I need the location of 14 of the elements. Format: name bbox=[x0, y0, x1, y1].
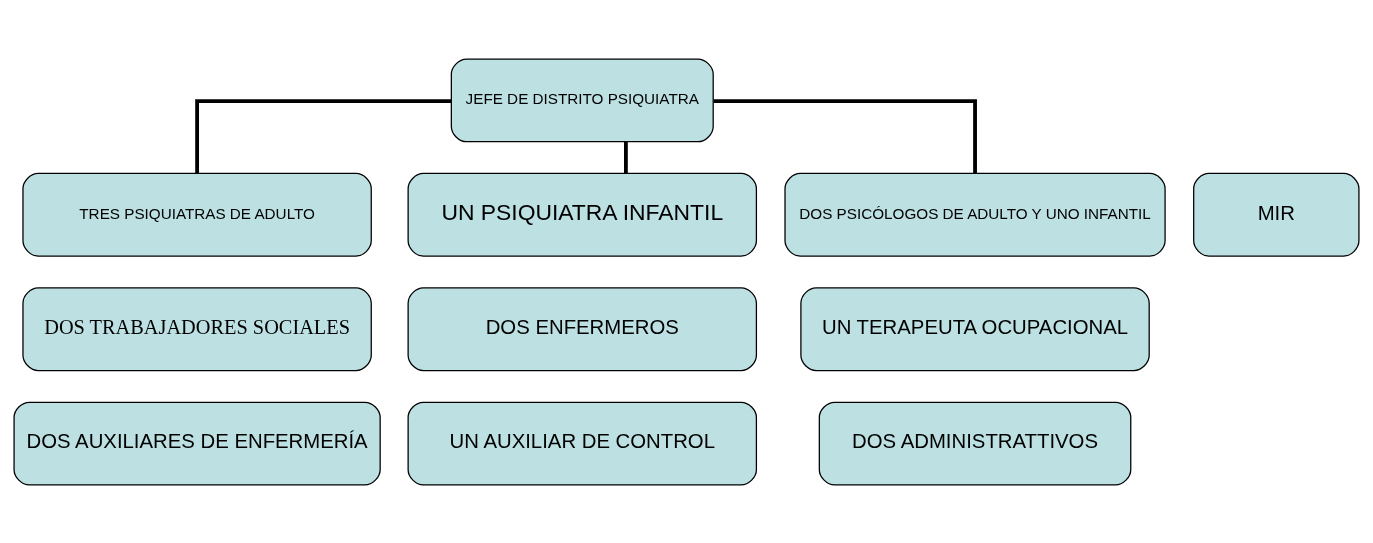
node-box: DOS ENFERMEROS bbox=[407, 286, 758, 371]
node-box: JEFE DE DISTRITO PSIQUIATRA bbox=[450, 57, 714, 142]
connector bbox=[195, 98, 452, 173]
node-box: DOS PSICÓLOGOS DE ADULTO Y UNO INFANTIL bbox=[784, 172, 1166, 257]
node-box: MIR bbox=[1193, 172, 1360, 257]
connector bbox=[624, 141, 628, 173]
node-box: DOS ADMINISTRATTIVOS bbox=[818, 401, 1132, 486]
node-box: UN PSIQUIATRA INFANTIL bbox=[407, 172, 758, 257]
node-box: DOS AUXILIARES DE ENFERMERÍA bbox=[13, 401, 381, 486]
node-box: UN AUXILIAR DE CONTROL bbox=[407, 401, 758, 486]
node-box: UN TERAPEUTA OCUPACIONAL bbox=[800, 286, 1150, 371]
node-box: DOS TRABAJADORES SOCIALES bbox=[22, 286, 372, 371]
connector bbox=[713, 98, 977, 173]
node-box: TRES PSIQUIATRAS DE ADULTO bbox=[22, 172, 372, 257]
